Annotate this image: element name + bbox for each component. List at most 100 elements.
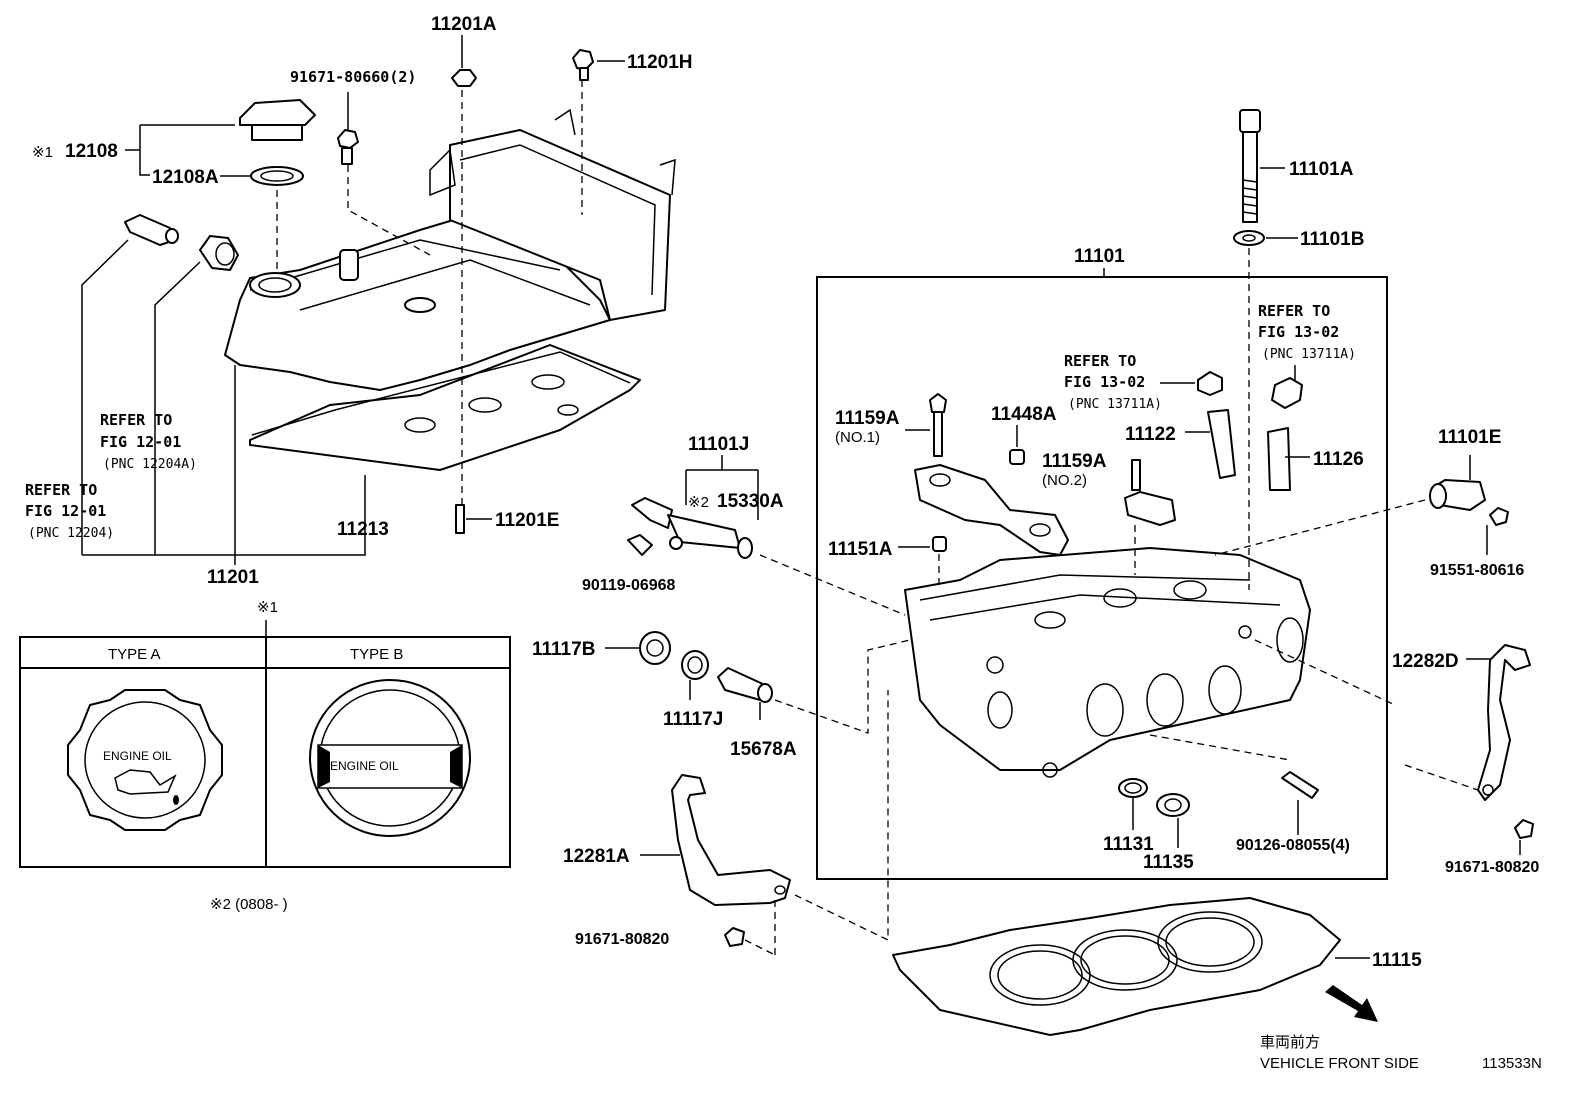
label-11201A: 11201A (431, 14, 497, 35)
cap-b-text: ENGINE OIL (330, 759, 399, 773)
label-12108A: 12108A (152, 167, 219, 188)
pcv-grommet (199, 235, 239, 271)
label-15330A-mark: ※2 (688, 494, 709, 511)
label-15678A: 15678A (730, 739, 797, 760)
bearing-cap-small (1124, 491, 1176, 526)
cap-type-table (19, 620, 511, 868)
cap-table-mark: ※1 (257, 599, 278, 616)
front-arrow-icon (1325, 985, 1378, 1022)
label-11117J: 11117J (663, 709, 723, 730)
ref-13711A-right-line1: REFER TO (1258, 302, 1330, 320)
valve-guide-11126 (1267, 427, 1291, 491)
label-11201H: 11201H (627, 52, 693, 73)
label-11101E: 11101E (1438, 427, 1501, 448)
oil-can-icon (114, 769, 179, 805)
bracket-12282D (1477, 644, 1531, 801)
head-bolt-11101A (1239, 109, 1261, 223)
oil-control-valve (627, 497, 753, 559)
stud-90126-08055 (1281, 771, 1319, 799)
ref-12204-line3: (PNC 12204) (28, 526, 114, 541)
ref-12204-line1: REFER TO (25, 481, 97, 499)
footer-jp: 車両前方 (1260, 1034, 1320, 1051)
label-11117B: 11117B (532, 639, 595, 660)
label-11159A-no1-sub: (NO.1) (835, 429, 880, 446)
label-11159A-no2-sub: (NO.2) (1042, 472, 1087, 489)
label-11101A: 11101A (1289, 159, 1354, 180)
label-90119-06968: 90119-06968 (582, 577, 676, 594)
label-11151A: 11151A (828, 539, 893, 560)
bolt-91671-80660 (337, 129, 359, 165)
ref-13711A-right-line2: FIG 13-02 (1258, 323, 1339, 341)
ref-12204A-line3: (PNC 12204A) (103, 457, 197, 472)
label-11101B: 11101B (1300, 229, 1364, 250)
ref-12204A-line1: REFER TO (100, 411, 172, 429)
label-12108-mark: ※1 (32, 144, 53, 161)
valve-stem-seal-right (1271, 377, 1303, 409)
figure-code: 113533N (1482, 1055, 1542, 1072)
head-gasket (892, 897, 1341, 1036)
cap-a-text: ENGINE OIL (103, 749, 172, 763)
cap-type-b (309, 679, 471, 837)
plug-11131 (1118, 778, 1148, 798)
valve-stem-seal-mid (1197, 371, 1223, 396)
union-15678A (717, 667, 773, 703)
footer-en: VEHICLE FRONT SIDE (1260, 1055, 1419, 1072)
bolt-11201A (451, 69, 477, 87)
bolt-11159A-no2 (1131, 459, 1141, 491)
cylinder-head (904, 547, 1311, 778)
ref-13711A-mid-line3: (PNC 13711A) (1068, 397, 1162, 412)
label-12282D: 12282D (1392, 651, 1459, 672)
label-91551-80616: 91551-80616 (1430, 562, 1524, 579)
footnote: ※2 (0808- ) (210, 896, 288, 913)
camshaft-bearing-cap (914, 464, 1069, 556)
label-11159A-no1: 11159A (835, 408, 900, 429)
bolt-11201H (572, 49, 594, 81)
bolt-91671-80820-left (724, 927, 745, 947)
label-11213: 11213 (337, 519, 389, 540)
ref-13711A-mid-line1: REFER TO (1064, 352, 1136, 370)
label-90126-08055: 90126-08055(4) (1236, 837, 1350, 854)
label-11201: 11201 (207, 567, 259, 588)
washer-11101B (1233, 230, 1265, 246)
label-91671-80820-left: 91671-80820 (575, 931, 669, 948)
pcv-valve (124, 214, 179, 246)
label-12281A: 12281A (563, 846, 630, 867)
label-11201E: 11201E (495, 510, 559, 531)
sensor-11101E (1429, 479, 1486, 511)
cap-table-type-a: TYPE A (108, 646, 161, 663)
bracket-12281A (671, 774, 791, 906)
ref-13711A-right-line3: (PNC 13711A) (1262, 347, 1356, 362)
label-11131: 11131 (1103, 834, 1154, 855)
label-91671-80820-right: 91671-80820 (1445, 859, 1539, 876)
stud-11201E (455, 504, 465, 534)
label-11122: 11122 (1125, 424, 1176, 445)
dowel-11448A (1009, 449, 1025, 465)
label-11448A: 11448A (991, 404, 1057, 425)
label-91671-80660: 91671-80660(2) (290, 68, 416, 86)
bolt-91671-80820-right (1514, 819, 1534, 839)
ref-12204-line2: FIG 12-01 (25, 502, 106, 520)
label-11101J: 11101J (688, 434, 749, 455)
label-12108: 12108 (65, 141, 118, 162)
seal-11135 (1156, 793, 1190, 817)
ref-12204A-line2: FIG 12-01 (100, 433, 181, 451)
cover-gasket (249, 344, 641, 471)
label-11101: 11101 (1074, 246, 1125, 267)
o-ring-11117J (681, 650, 709, 680)
oil-filler-cap (239, 99, 316, 186)
cylinder-head-cover (224, 108, 676, 391)
label-15330A: 15330A (717, 491, 784, 512)
cap-type-a (67, 689, 223, 831)
cylinder-head-box (816, 276, 1388, 880)
label-11135: 11135 (1143, 852, 1194, 873)
bolt-11159A-no1 (929, 393, 947, 457)
dowel-11151A (932, 536, 947, 552)
cam-plug (639, 631, 671, 665)
label-11126: 11126 (1313, 449, 1364, 470)
ref-13711A-mid-line2: FIG 13-02 (1064, 373, 1145, 391)
cap-table-type-b: TYPE B (350, 646, 403, 663)
label-11159A-no2: 11159A (1042, 451, 1107, 472)
bolt-91551-80616 (1489, 507, 1509, 526)
valve-guide-11122 (1207, 409, 1236, 479)
